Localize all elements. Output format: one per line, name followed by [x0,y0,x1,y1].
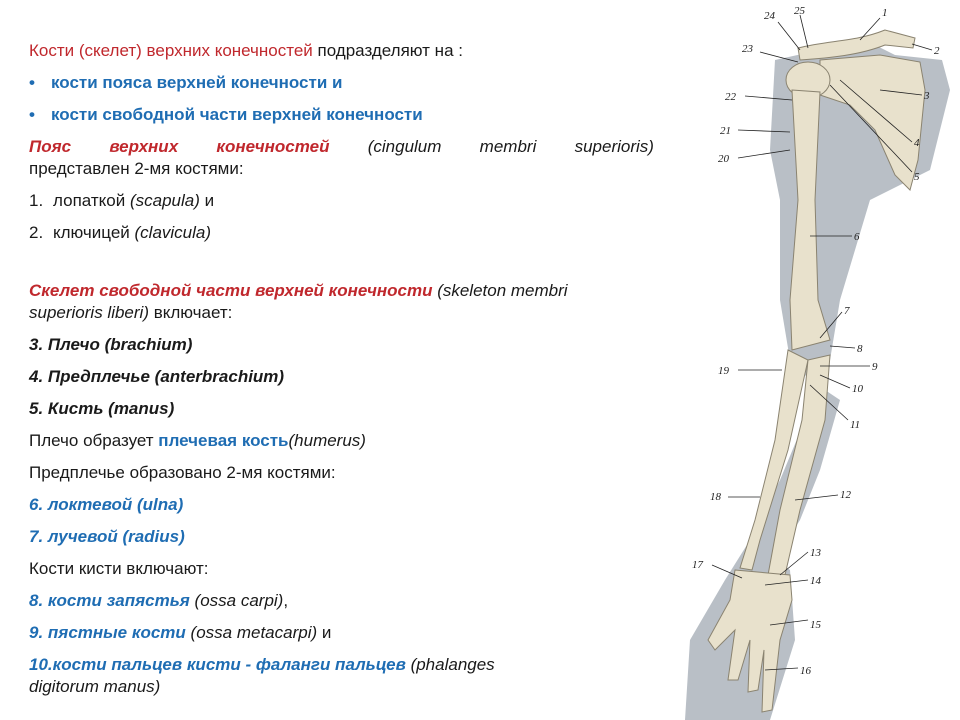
figure-label: 1 [882,7,888,19]
figure-label: 6 [854,231,860,243]
ulna [739,349,809,571]
free-heading-cont: superioris liberi) включает: [29,303,233,322]
figure-label: 5 [914,171,920,183]
free-part: 3. Плечо (brachium) [29,335,193,354]
figure-label: 13 [810,547,822,559]
figure-label: 10 [852,383,864,395]
hand-item: 8. кости запястья (ossa carpi), [29,591,289,610]
figure-label: 19 [718,365,730,377]
hand-bones [707,569,793,713]
bullet-item: кости свободной части верхней конечности [29,104,654,126]
lecture-text: Кости (скелет) верхних конечностей подра… [29,40,654,698]
clavicula [797,29,916,61]
girdle-word: конечностей [216,137,330,156]
hand-line: Кости кисти включают: [29,559,209,578]
humerus [789,89,831,351]
girdle-latin: membri [479,137,537,156]
intro-rest: подразделяют на : [312,41,463,60]
figure-label: 14 [810,575,822,587]
figure-leader-lines [711,14,933,671]
girdle-heading: Пояс верхних конечностей (cingulum membr… [29,136,654,158]
figure-label: 15 [810,619,822,631]
figure-label: 24 [764,10,776,22]
figure-label: 8 [857,343,863,355]
figure-label: 3 [923,90,930,102]
figure-label: 25 [794,5,806,17]
arm-skeleton-figure: 1 2 3 4 5 6 7 8 9 10 11 12 13 14 15 16 1… [685,5,950,720]
girdle-item: 1.лопаткой (scapula) и [29,191,215,210]
figure-label: 18 [710,491,722,503]
forearm-item: 7. лучевой (radius) [29,527,185,546]
intro-title: Кости (скелет) верхних конечностей [29,41,313,60]
humerus-line: Плечо образует плечевая кость(humerus) [29,431,366,450]
free-heading: Скелет свободной части верхней конечност… [29,281,568,300]
forearm-line: Предплечье образовано 2-мя костями: [29,463,336,482]
figure-label: 21 [720,125,731,137]
figure-label: 2 [934,45,940,57]
figure-label: 22 [725,91,737,103]
intro-line: Кости (скелет) верхних конечностей подра… [29,40,654,62]
hand-item: 9. пястные кости (ossa metacarpi) и [29,623,332,642]
figure-label: 17 [692,559,704,571]
girdle-item: 2.ключицей (clavicula) [29,223,212,242]
figure-label: 20 [718,153,730,165]
girdle-word: верхних [109,137,179,156]
girdle-word: Пояс [29,137,72,156]
bullet-item: кости пояса верхней конечности и [29,72,654,94]
figure-label: 11 [850,419,860,431]
figure-label: 23 [742,43,754,55]
hand-item-cont: digitorum manus) [29,677,161,696]
free-part: 4. Предплечье (anterbrachium) [29,367,285,386]
figure-labels: 1 2 3 4 5 6 7 8 9 10 11 12 13 14 15 16 1… [692,5,940,677]
girdle-latin: superioris) [574,137,654,156]
figure-label: 16 [800,665,812,677]
scapula [819,54,926,191]
figure-label: 12 [840,489,852,501]
figure-label: 7 [844,305,850,317]
hand-item: 10.кости пальцев кисти - фаланги пальцев… [29,655,495,674]
girdle-latin: (cingulum [367,137,442,156]
figure-label: 4 [914,137,920,149]
forearm-item: 6. локтевой (ulna) [29,495,184,514]
figure-label: 9 [872,361,878,373]
girdle-desc: представлен 2-мя костями: [29,159,244,178]
free-part: 5. Кисть (manus) [29,399,175,418]
